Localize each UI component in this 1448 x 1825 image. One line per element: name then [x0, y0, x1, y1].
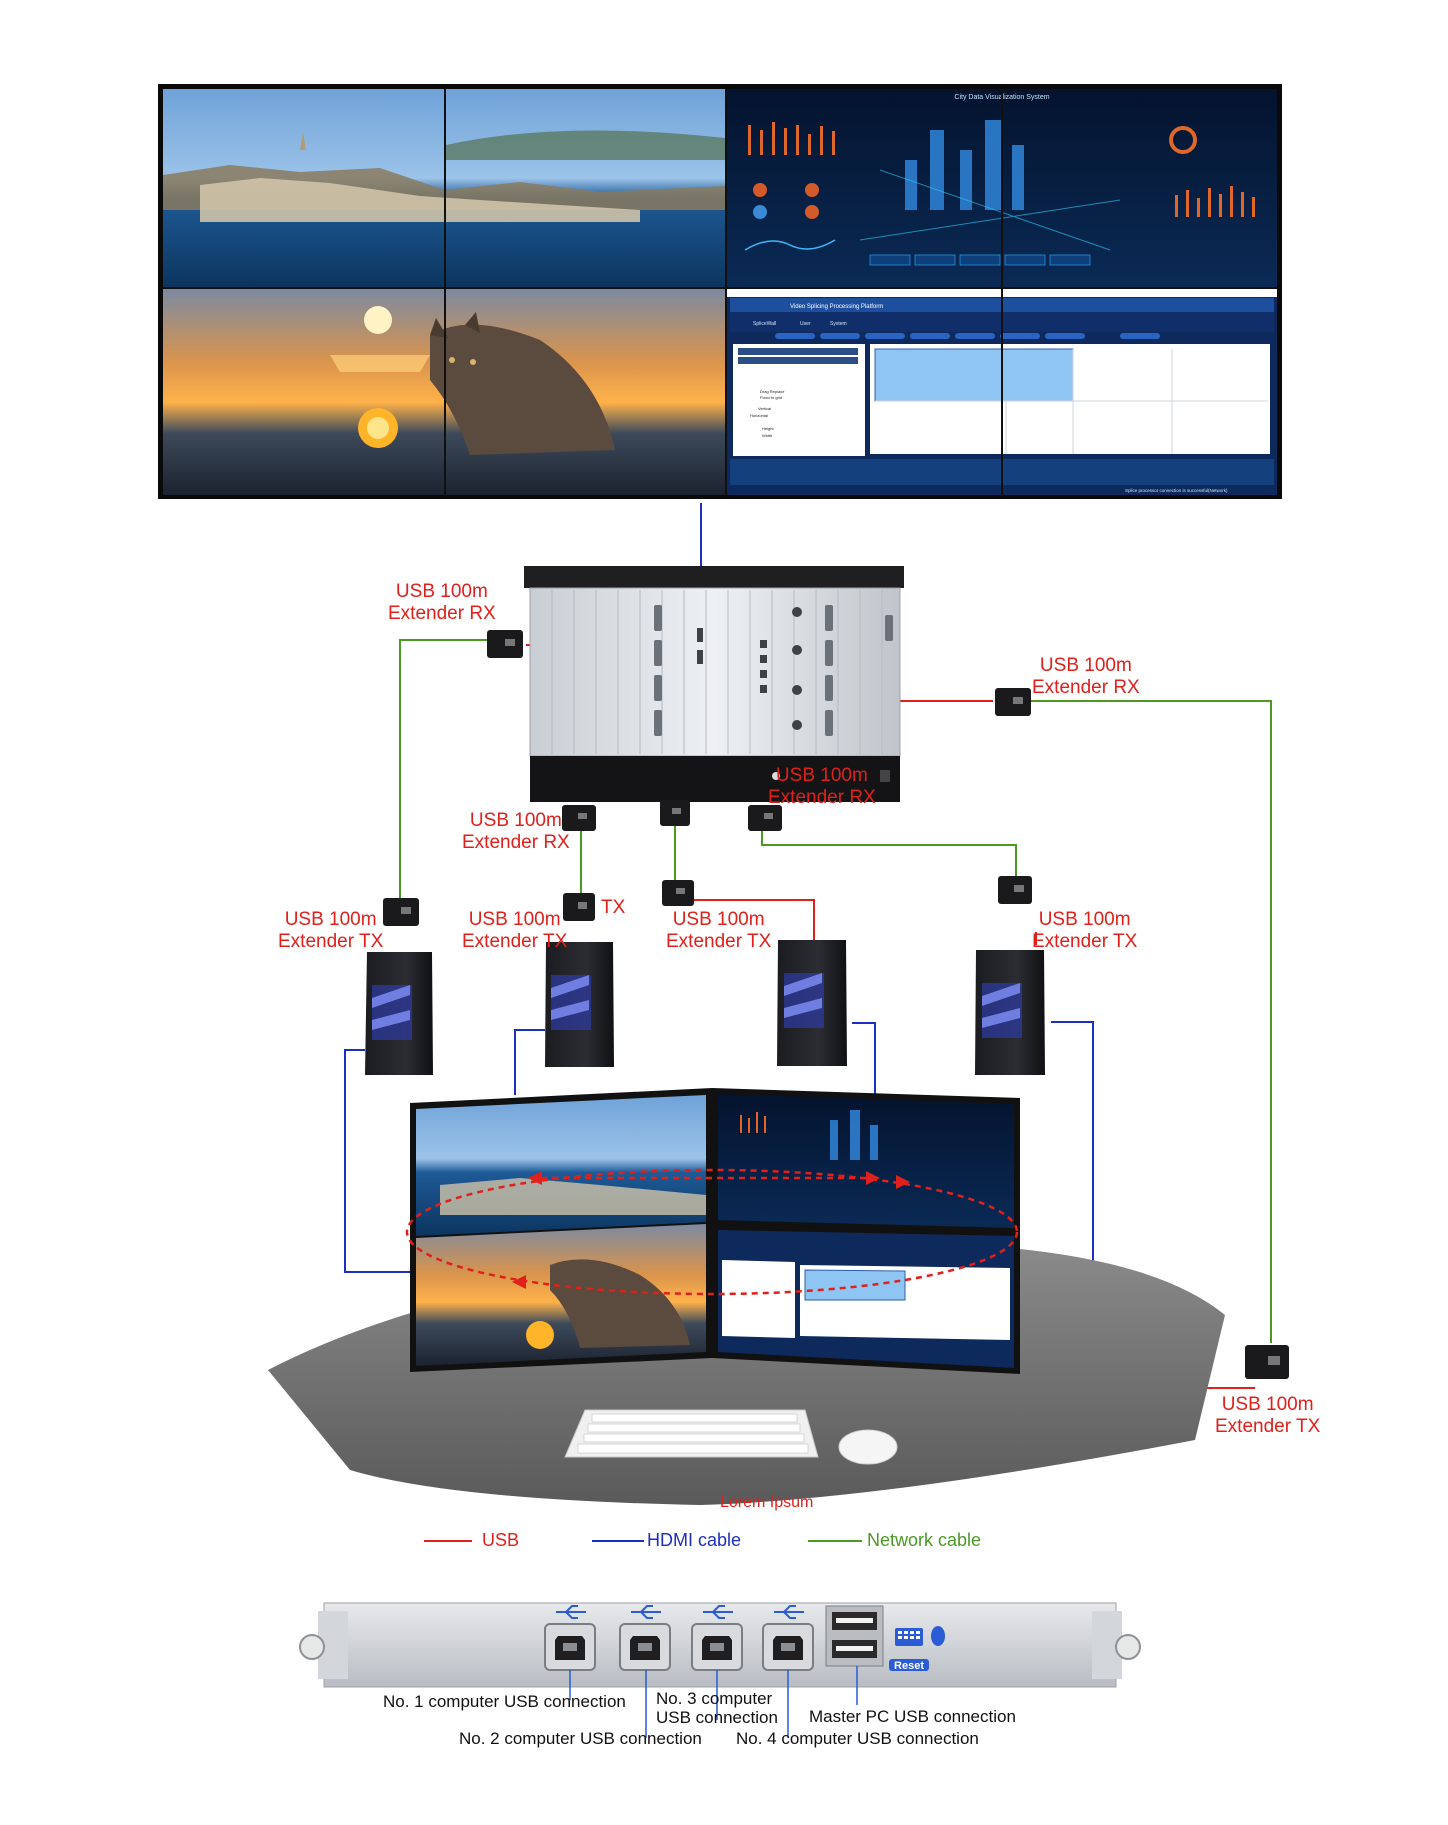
- panel-field-horizontal: Horizontal: [750, 413, 768, 418]
- master-caption: Master PC USB connection: [809, 1707, 1016, 1726]
- port4-caption: No. 4 computer USB connection: [736, 1729, 979, 1748]
- pc-tower-4: [975, 950, 1045, 1075]
- port3-caption: No. 3 computer USB connection: [656, 1690, 778, 1726]
- platform-window-title: Video Splicing Processing Platform: [790, 304, 883, 310]
- port2-caption: No. 2 computer USB connection: [459, 1729, 702, 1748]
- panel-field-height: Height: [762, 426, 774, 431]
- port3-caption-line2: USB connection: [656, 1708, 778, 1727]
- rx-left-label-line2: Extender RX: [388, 603, 496, 624]
- tx-4-label-line2: Extender TX: [1032, 931, 1138, 952]
- platform-tab-system[interactable]: System: [830, 321, 847, 327]
- rx-right-label-line2: Extender RX: [1032, 677, 1140, 698]
- wall-panel-cat-left: [163, 289, 444, 495]
- drag-arrowheads: [512, 1171, 910, 1289]
- tx-1-label: USB 100m Extender TX: [278, 910, 383, 951]
- rx-mid-right-label: USB 100m Extender RX: [768, 766, 876, 807]
- tx-4-label: USB 100m Extender TX: [1032, 910, 1137, 951]
- network-cables: [399, 639, 1272, 1343]
- tx-box-master: [1245, 1345, 1289, 1379]
- splicing-processor-chassis: [524, 566, 904, 802]
- keyboard-mouse-icon: [895, 1626, 945, 1646]
- rx-mid-left-label-line2: Extender RX: [462, 832, 570, 853]
- port1-caption: No. 1 computer USB connection: [383, 1692, 626, 1711]
- status-text: Splice processor connection is successfu…: [1125, 488, 1228, 493]
- tx-tag-label: TX: [601, 897, 626, 918]
- pc-tower-3: [777, 940, 847, 1066]
- keyboard: [564, 1409, 819, 1458]
- tx-2-label-line2: Extender TX: [462, 931, 568, 952]
- usb-symbol-icons: [556, 1605, 804, 1619]
- rx-left-label: USB 100m Extender RX: [388, 582, 496, 623]
- desk-caption: Lorem Ipsum: [720, 1494, 814, 1511]
- pc-tower-2: [545, 942, 614, 1067]
- video-wall: City Data Visualization System Vid: [158, 84, 1282, 499]
- reset-button[interactable]: [889, 1659, 929, 1671]
- panel-field-vertical: Vertical: [758, 406, 771, 411]
- legend-usb-label: USB: [482, 1530, 520, 1550]
- pc-tower-1: [365, 952, 433, 1075]
- tx-box-2: [563, 893, 595, 921]
- platform-tab-user[interactable]: User: [800, 321, 811, 327]
- tx-box-3: [662, 880, 694, 906]
- tx-master-label: USB 100m Extender TX: [1215, 1395, 1320, 1436]
- tx-box-4: [998, 876, 1032, 904]
- thumbscrew-left[interactable]: [299, 1634, 325, 1660]
- rx-mid-left-label: USB 100m Extender RX: [462, 811, 570, 852]
- reset-label: Reset: [894, 1660, 924, 1672]
- rx-box-mid-2: [660, 800, 690, 826]
- tx-master-label-line1: USB 100m: [1221, 1394, 1314, 1415]
- selected-window[interactable]: [874, 348, 1074, 402]
- panel-item-fixed-grid[interactable]: Fixed to grid: [760, 395, 782, 400]
- card-callout-lines: [569, 1666, 858, 1738]
- rx-box-mid-1: [562, 805, 596, 831]
- rx-box-mid-3: [748, 805, 782, 831]
- tx-master-label-line2: Extender TX: [1215, 1416, 1321, 1437]
- tx-box-1: [383, 898, 419, 926]
- panel-item-drag-replace[interactable]: Drag Replace: [760, 389, 785, 394]
- tx-2-label: USB 100m Extender TX: [462, 910, 567, 951]
- rx-mid-left-label-line1: USB 100m: [469, 810, 562, 831]
- rx-mid-right-label-line2: Extender RX: [768, 787, 876, 808]
- tx-3-label: USB 100m Extender TX: [666, 910, 771, 951]
- tx-3-label-line1: USB 100m: [672, 909, 765, 930]
- rx-box-left: [487, 630, 523, 658]
- pc-towers: [365, 940, 1045, 1075]
- tx-3-label-line2: Extender TX: [666, 931, 772, 952]
- tx-1-label-line1: USB 100m: [284, 909, 377, 930]
- tx-4-label-line1: USB 100m: [1038, 909, 1131, 930]
- mouse-drag-path: [405, 1168, 1019, 1296]
- thumbscrew-right[interactable]: [1115, 1634, 1141, 1660]
- legend-hdmi-label: HDMI cable: [647, 1530, 742, 1550]
- usb-switch-card: Reset: [299, 1602, 1141, 1688]
- rx-right-label: USB 100m Extender RX: [1032, 656, 1140, 697]
- master-usb-ports[interactable]: [825, 1605, 884, 1667]
- rx-left-label-line1: USB 100m: [395, 581, 488, 602]
- panel-field-width: Width: [762, 433, 772, 438]
- tx-1-label-line2: Extender TX: [278, 931, 384, 952]
- right-monitor: [712, 1088, 1020, 1374]
- rx-mid-right-label-line1: USB 100m: [775, 765, 868, 786]
- legend-network-label: Network cable: [867, 1530, 982, 1550]
- mouse: [838, 1429, 898, 1465]
- tx-2-label-line1: USB 100m: [468, 909, 561, 930]
- extender-boxes: [383, 630, 1289, 1379]
- left-monitor: [410, 1088, 712, 1372]
- platform-tab-splicewall[interactable]: SpliceWall: [753, 321, 776, 327]
- rx-right-label-line1: USB 100m: [1039, 655, 1132, 676]
- port3-caption-line1: No. 3 computer: [656, 1689, 773, 1708]
- rx-box-right: [995, 688, 1031, 716]
